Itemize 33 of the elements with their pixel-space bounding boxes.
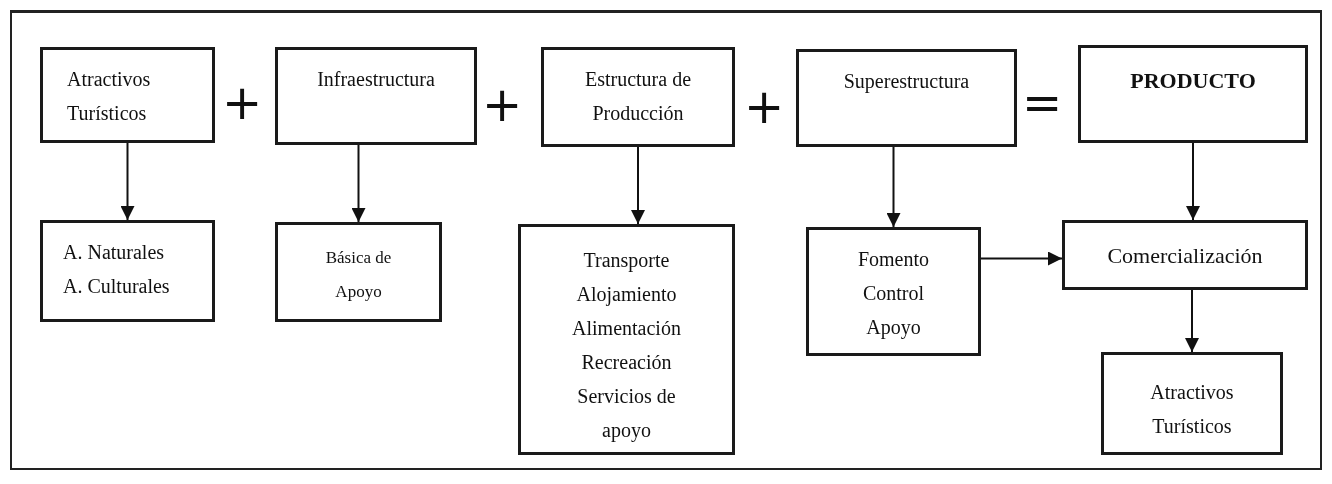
process-box bbox=[806, 227, 981, 356]
box-text: PRODUCTO bbox=[1129, 67, 1257, 95]
arrow bbox=[1186, 142, 1200, 221]
box-text: Atractivos Turísticos bbox=[1149, 380, 1235, 439]
box-text: Atractivos Turísticos bbox=[66, 67, 152, 126]
arrow bbox=[120, 142, 135, 221]
box-text: Básica de Apoyo bbox=[324, 247, 393, 303]
operator-sign: + bbox=[222, 78, 263, 126]
process-box bbox=[541, 47, 735, 147]
operator-sign: = bbox=[1022, 78, 1063, 126]
process-box bbox=[1062, 220, 1308, 290]
box-text: Infraestructura bbox=[316, 67, 436, 92]
box-text: Transporte Alojamiento Alimentación Recreación Servicios de apoyo bbox=[571, 248, 682, 444]
process-box bbox=[1101, 352, 1283, 455]
process-box bbox=[40, 220, 215, 322]
box-text: Fomento Control Apoyo bbox=[856, 247, 931, 341]
process-box bbox=[796, 49, 1017, 147]
arrow bbox=[980, 251, 1063, 266]
box-text: Estructura de Producción bbox=[583, 67, 693, 126]
box-text: Comercialización bbox=[1106, 242, 1264, 270]
process-box bbox=[1078, 45, 1308, 143]
arrow bbox=[1185, 289, 1199, 353]
box-text: Superestructura bbox=[842, 69, 971, 95]
process-box bbox=[40, 47, 215, 143]
arrow bbox=[351, 144, 366, 223]
process-box bbox=[275, 47, 477, 145]
process-box bbox=[518, 224, 735, 455]
arrow bbox=[631, 146, 645, 225]
box-text: A. Naturales A. Culturales bbox=[62, 240, 171, 299]
arrow bbox=[886, 146, 901, 228]
operator-sign: + bbox=[482, 80, 523, 128]
operator-sign: + bbox=[744, 82, 785, 130]
process-box bbox=[275, 222, 442, 322]
